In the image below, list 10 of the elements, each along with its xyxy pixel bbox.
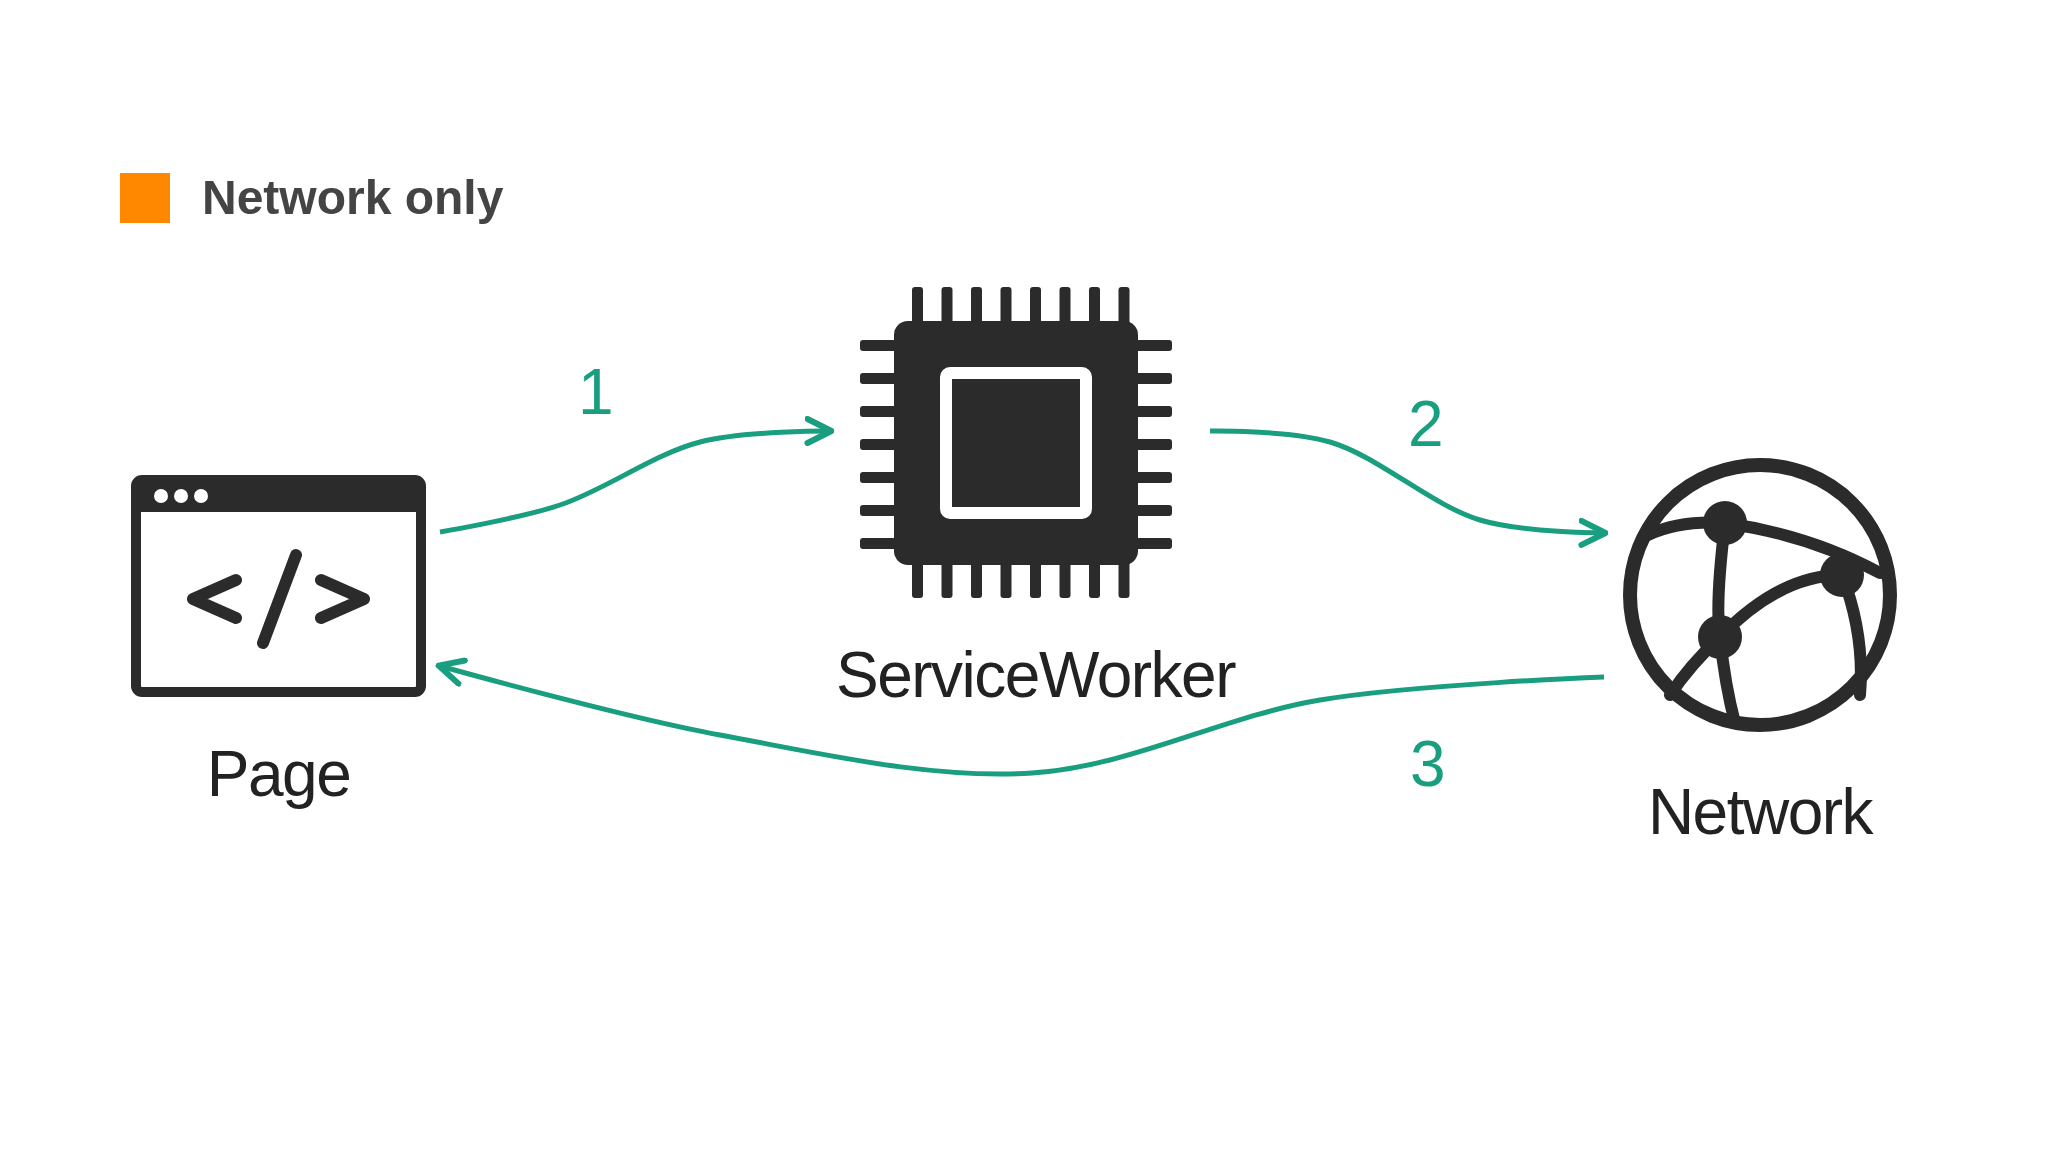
edge-label: 2 (1408, 392, 1444, 456)
arrow (1210, 428, 1609, 548)
node-label: Network (1647, 775, 1873, 849)
node-label: Page (206, 737, 351, 811)
node-label: ServiceWorker (836, 638, 1235, 712)
legend-label: Network only (202, 170, 504, 225)
arrow (435, 657, 1605, 777)
arrow (439, 416, 835, 535)
edge-label: 3 (1410, 732, 1446, 796)
edge-label: 1 (578, 360, 614, 424)
